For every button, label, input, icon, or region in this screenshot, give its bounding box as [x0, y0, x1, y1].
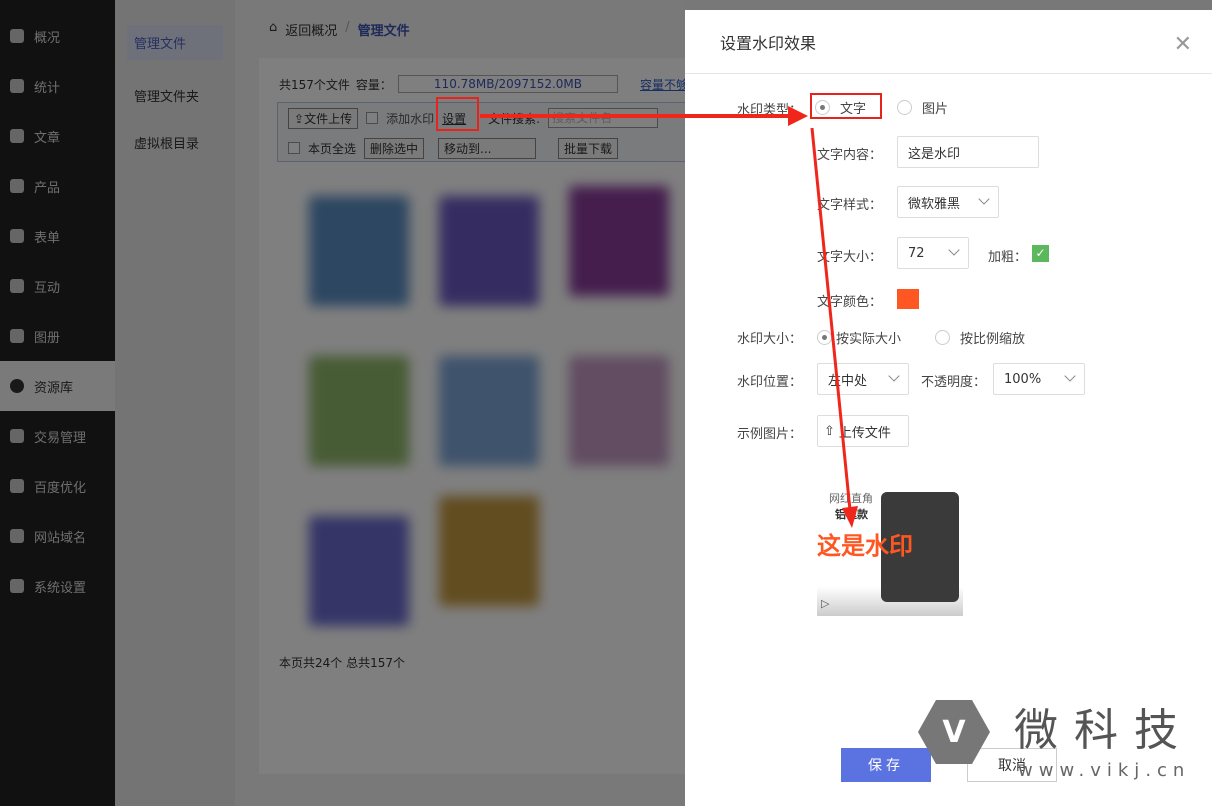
value: 72	[908, 245, 925, 261]
opacity-select[interactable]: 100%	[993, 363, 1085, 395]
brand-logo: V	[918, 700, 990, 764]
sample-label: 示例图片：	[737, 427, 803, 442]
label: 上传文件	[838, 425, 891, 441]
close-icon[interactable]: ✕	[1173, 32, 1192, 57]
play-icon: ▷	[821, 597, 830, 610]
radio-type-image[interactable]: 图片	[897, 98, 948, 117]
value: 100%	[1004, 371, 1042, 387]
label: 图片	[922, 102, 949, 117]
radio[interactable]	[815, 100, 830, 115]
chevron-down-icon	[978, 193, 990, 205]
upload-icon: ⇧	[824, 423, 835, 439]
radio-scale[interactable]: 按比例缩放	[935, 328, 1025, 347]
value: 微软雅黑	[908, 196, 961, 212]
upload-sample-button[interactable]: ⇧上传文件	[817, 415, 909, 447]
chevron-down-icon	[1064, 370, 1076, 382]
position-select[interactable]: 左中处	[817, 363, 909, 395]
cancel-button[interactable]: 取消	[967, 748, 1057, 782]
highlight-text-option	[810, 93, 882, 119]
watermark-preview: 网红直角 铝框款 这是水印 ▷	[817, 468, 963, 616]
font-style-select[interactable]: 微软雅黑	[897, 186, 999, 218]
brand-url: www.vikj.cn	[1018, 760, 1191, 781]
radio-actual-size[interactable]: 按实际大小	[817, 328, 901, 347]
radio[interactable]	[897, 100, 912, 115]
value: 左中处	[828, 373, 868, 389]
watermark-size-label: 水印大小：	[737, 332, 803, 347]
preview-watermark: 这是水印	[817, 532, 913, 560]
label: 文字	[840, 102, 867, 117]
color-label: 文字颜色：	[817, 295, 883, 310]
bold-checkbox[interactable]: ✓	[1032, 245, 1049, 262]
style-label: 文字样式：	[817, 198, 883, 213]
preview-text: 铝框款	[835, 508, 868, 521]
color-swatch[interactable]	[897, 289, 919, 309]
position-label: 水印位置：	[737, 375, 803, 390]
label: 按比例缩放	[960, 332, 1026, 347]
save-button[interactable]: 保存	[841, 748, 931, 782]
content-label: 文字内容：	[817, 148, 883, 163]
bold-label: 加粗：	[988, 250, 1028, 265]
radio[interactable]	[817, 330, 832, 345]
content-input[interactable]: 这是水印	[897, 136, 1039, 168]
font-size-select[interactable]: 72	[897, 237, 969, 269]
size-label: 文字大小：	[817, 250, 883, 265]
watermark-type-label: 水印类型：	[737, 103, 803, 118]
preview-text: 网红直角	[829, 492, 873, 505]
label: 按实际大小	[836, 332, 902, 347]
opacity-label: 不透明度：	[921, 375, 987, 390]
watermark-modal: 设置水印效果 ✕ 水印类型： 文字 图片 文字内容： 这是水印 文字样式： 微软…	[685, 10, 1212, 806]
suitcase-image	[881, 492, 959, 602]
radio[interactable]	[935, 330, 950, 345]
brand-name: 微科技	[1014, 705, 1194, 756]
chevron-down-icon	[888, 370, 900, 382]
modal-title: 设置水印效果	[685, 10, 1212, 74]
highlight-settings	[436, 97, 479, 131]
brand-watermark: V 微科技 www.vikj.cn	[918, 700, 1208, 800]
radio-type-text[interactable]: 文字	[815, 98, 866, 117]
chevron-down-icon	[948, 244, 960, 256]
